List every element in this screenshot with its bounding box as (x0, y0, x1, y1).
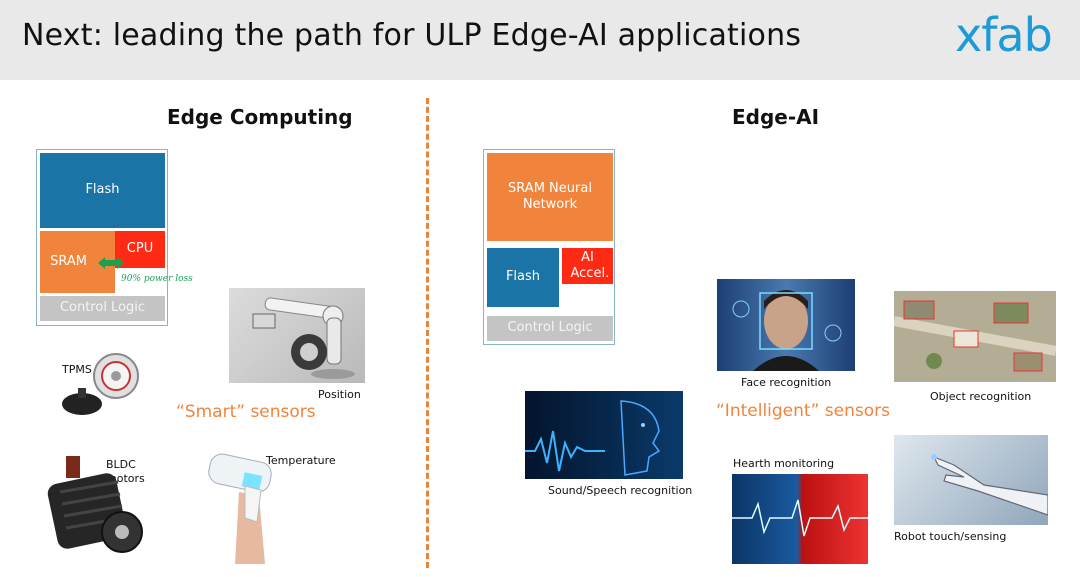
edge-computing-title: Edge Computing (167, 105, 353, 129)
robot-touch-image (894, 435, 1048, 525)
robot-touch-caption: Robot touch/sensing (894, 530, 1007, 543)
edge-ai-title: Edge-AI (732, 105, 820, 129)
edge-ai-chip-diagram: SRAM Neural Network Flash AI Accel. Cont… (483, 149, 615, 345)
header-bar (0, 0, 1080, 80)
hearth-monitoring-caption: Hearth monitoring (733, 457, 835, 470)
sram-neural-network-label: SRAM Neural Network (508, 180, 592, 212)
control-logic-block: Control Logic (40, 296, 165, 321)
xfab-logo: xfab (955, 8, 1053, 62)
object-recognition-caption: Object recognition (930, 390, 1032, 403)
smart-sensors-label: “Smart” sensors (176, 402, 316, 422)
edge-computing-chip-diagram: Flash SRAM CPU Control Logic (36, 149, 168, 326)
power-loss-arrow-icon (98, 257, 124, 269)
position-caption: Position (318, 388, 361, 401)
face-recognition-image (717, 279, 855, 371)
object-recognition-image (894, 291, 1056, 382)
section-divider (426, 98, 429, 568)
ai-accel-label: AI Accel. (570, 249, 610, 281)
flash-block: Flash (40, 153, 165, 228)
face-recognition-caption: Face recognition (741, 376, 832, 389)
bldc-motor-image (46, 456, 146, 566)
ai-accel-block: AI Accel. (562, 248, 613, 284)
sound-speech-caption: Sound/Speech recognition (548, 484, 693, 497)
slide-title: Next: leading the path for ULP Edge-AI a… (22, 18, 802, 53)
cpu-block: CPU (115, 231, 165, 268)
sound-speech-image (525, 391, 683, 479)
control-logic-block-ai: Control Logic (487, 316, 613, 341)
intelligent-sensors-label: “Intelligent” sensors (716, 401, 890, 421)
temperature-caption: Temperature (266, 454, 336, 467)
robot-arm-image (229, 288, 365, 383)
tpms-sensor-image (58, 344, 146, 420)
power-loss-note: 90% power loss (121, 274, 193, 284)
thermometer-gun-image (205, 452, 305, 564)
sram-neural-network-block: SRAM Neural Network (487, 153, 613, 241)
sram-label: SRAM (50, 253, 87, 269)
tpms-caption: TPMS (62, 363, 92, 376)
hearth-monitoring-image (732, 474, 868, 564)
flash-block-ai: Flash (487, 248, 559, 307)
